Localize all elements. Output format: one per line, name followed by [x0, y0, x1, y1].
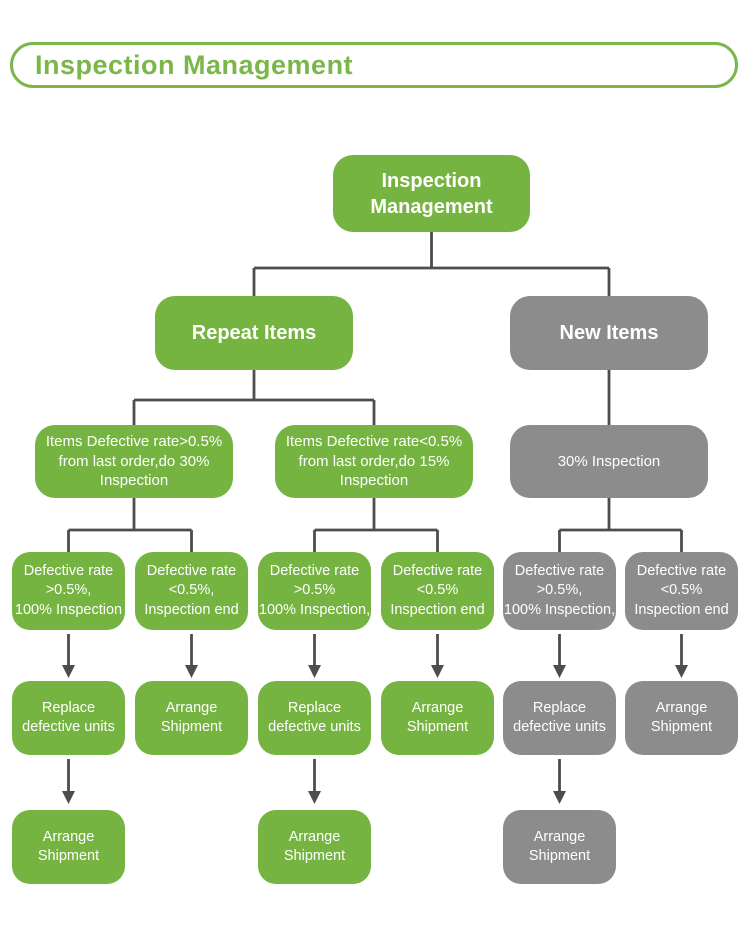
- node-label: Repeat Items: [191, 322, 317, 344]
- node-label: Arrange Shipment: [650, 699, 713, 735]
- node-label: Replace defective units: [513, 699, 606, 735]
- node-label: Defective rate >0.5%, 100% Inspection: [14, 563, 123, 618]
- node-defective-rate-low: Defective rate <0.5% Inspection end: [625, 552, 738, 630]
- node-label: Defective rate >0.5%, 100% Inspection,: [503, 563, 616, 618]
- node-replace-defective-units: Replace defective units: [503, 681, 616, 755]
- node-defective-rate-high: Defective rate >0.5%, 100% Inspection: [12, 552, 125, 630]
- node-arrange-shipment: Arrange Shipment: [625, 681, 738, 755]
- connector-l3c-to-children: [558, 498, 683, 553]
- page-header: Inspection Management: [10, 42, 738, 88]
- node-arrange-shipment: Arrange Shipment: [503, 810, 616, 884]
- node-defective-rate-high: Defective rate >0.5%, 100% Inspection,: [503, 552, 616, 630]
- node-label: Defective rate <0.5% Inspection end: [390, 563, 485, 618]
- node-label: Replace defective units: [22, 699, 115, 735]
- node-repeat-items: Repeat Items: [155, 296, 353, 370]
- node-label: Arrange Shipment: [528, 828, 591, 864]
- node-label: Arrange Shipment: [37, 828, 100, 864]
- node-arrange-shipment: Arrange Shipment: [258, 810, 371, 884]
- node-label: Items Defective rate>0.5% from last orde…: [45, 433, 223, 490]
- node-inspection-management: Inspection Management: [333, 155, 530, 232]
- node-new-30-inspection: 30% Inspection: [510, 425, 708, 498]
- node-label: New Items: [559, 322, 659, 344]
- node-label: 30% Inspection: [557, 452, 661, 470]
- node-label: Arrange Shipment: [160, 699, 223, 735]
- node-defective-rate-low: Defective rate <0.5%, Inspection end: [135, 552, 248, 630]
- node-label: Defective rate >0.5% 100% Inspection,: [258, 563, 371, 618]
- connector-repeat-to-children: [132, 370, 376, 426]
- node-arrange-shipment: Arrange Shipment: [135, 681, 248, 755]
- node-arrange-shipment: Arrange Shipment: [381, 681, 494, 755]
- connector-root-to-branches: [252, 232, 611, 297]
- node-repeat-low-defect-rate: Items Defective rate<0.5% from last orde…: [275, 425, 473, 498]
- connector-l3b-to-children: [313, 498, 439, 553]
- node-replace-defective-units: Replace defective units: [258, 681, 371, 755]
- node-repeat-high-defect-rate: Items Defective rate>0.5% from last orde…: [35, 425, 233, 498]
- node-defective-rate-low: Defective rate <0.5% Inspection end: [381, 552, 494, 630]
- node-label: Defective rate <0.5% Inspection end: [634, 563, 729, 618]
- node-label: Items Defective rate<0.5% from last orde…: [285, 433, 463, 490]
- node-label: Inspection Management: [370, 169, 493, 218]
- node-defective-rate-high: Defective rate >0.5% 100% Inspection,: [258, 552, 371, 630]
- node-label: Replace defective units: [268, 699, 361, 735]
- node-arrange-shipment: Arrange Shipment: [12, 810, 125, 884]
- node-new-items: New Items: [510, 296, 708, 370]
- node-label: Arrange Shipment: [406, 699, 469, 735]
- connector-l3a-to-children: [67, 498, 193, 553]
- page-title: Inspection Management: [35, 49, 354, 80]
- node-replace-defective-units: Replace defective units: [12, 681, 125, 755]
- node-label: Arrange Shipment: [283, 828, 346, 864]
- node-label: Defective rate <0.5%, Inspection end: [144, 563, 239, 618]
